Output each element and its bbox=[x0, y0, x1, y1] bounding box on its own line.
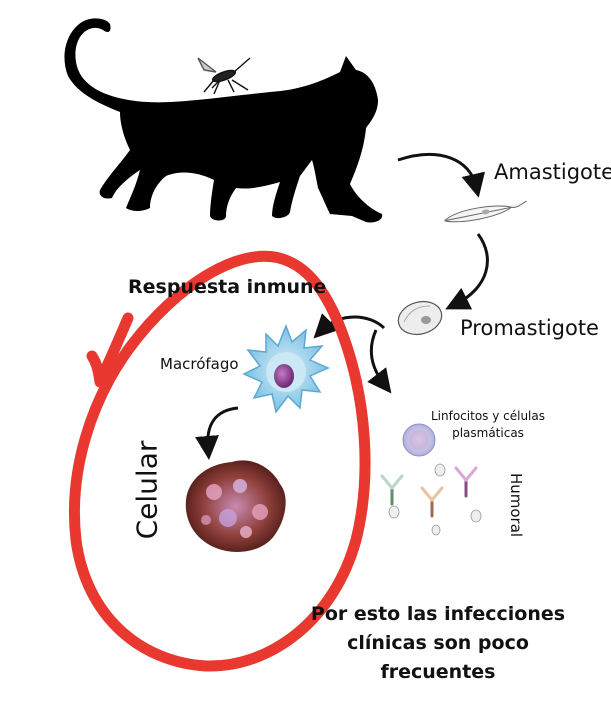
infected-cell-icon bbox=[185, 460, 286, 552]
arrow-cat-to-amastigote bbox=[397, 152, 485, 198]
caption-note: Por esto las infecciones clínicas son po… bbox=[310, 603, 566, 683]
antibody-icon bbox=[380, 466, 478, 518]
lymphocyte-icon bbox=[402, 423, 436, 457]
label-celular: Celular bbox=[130, 440, 164, 540]
plasma-cells bbox=[388, 463, 482, 536]
label-macrofago: Macrófago bbox=[160, 355, 239, 373]
promastigote-icon bbox=[397, 300, 443, 336]
macrophage-icon bbox=[242, 323, 330, 414]
amastigote-icon bbox=[444, 200, 527, 223]
label-humoral: Humoral bbox=[507, 472, 525, 538]
arrow-macrophage-to-infected bbox=[195, 406, 239, 460]
label-promastigote: Promastigote bbox=[460, 316, 599, 340]
arrow-promastigote-to-humoral bbox=[367, 329, 392, 394]
label-respuesta-inmune: Respuesta inmune bbox=[128, 276, 327, 298]
flow-arrows bbox=[195, 152, 489, 460]
label-linfocitos: Linfocitos y células plasmáticas bbox=[430, 409, 545, 440]
mosquito-icon bbox=[197, 57, 251, 95]
arrow-amastigote-to-promastigote bbox=[445, 233, 489, 310]
cat-silhouette bbox=[64, 18, 383, 223]
red-highlight-loop bbox=[68, 250, 371, 672]
arrow-promastigote-to-macrophage bbox=[313, 313, 386, 339]
label-amastigote: Amastigote bbox=[494, 160, 611, 184]
